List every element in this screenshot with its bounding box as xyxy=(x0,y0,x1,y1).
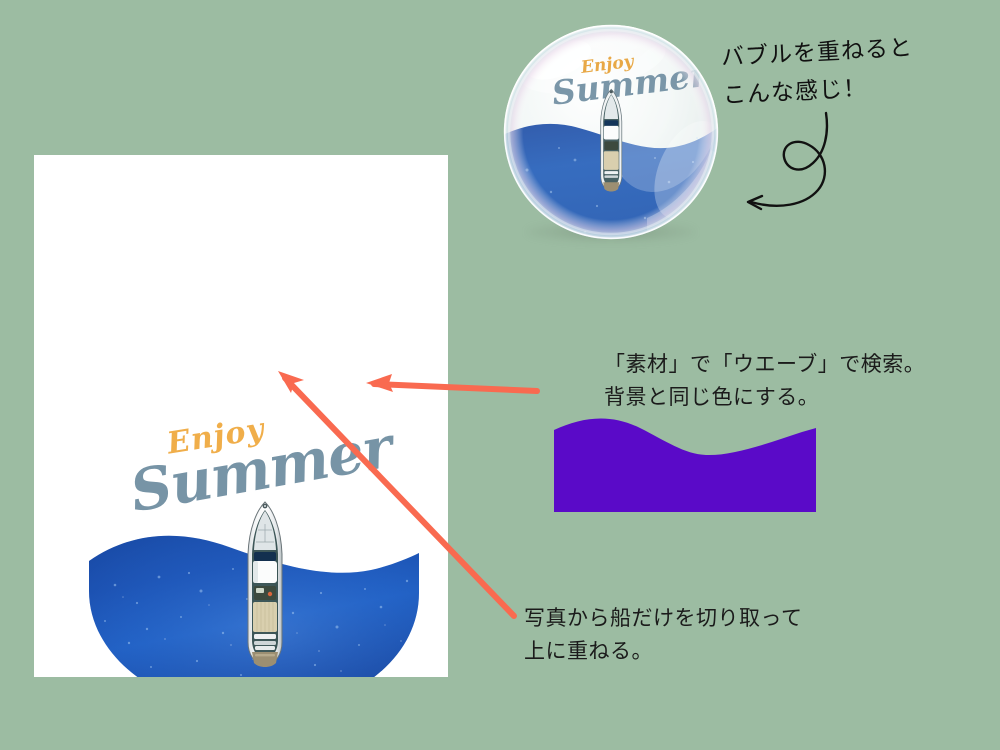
bubble-preview[interactable]: Enjoy Summer xyxy=(497,20,725,248)
yacht-icon xyxy=(247,501,283,667)
curly-arrow-to-bubble xyxy=(746,111,829,211)
poster-card[interactable]: Enjoy Summer xyxy=(34,155,448,677)
annotation-boat-note: 写真から船だけを切り取って 上に重ねる。 xyxy=(524,606,803,663)
purple-wave-sample[interactable] xyxy=(554,414,816,512)
purple-wave-svg xyxy=(554,418,816,512)
annotation-bubble-note: バブルを重ねると こんな感じ！ xyxy=(720,35,914,109)
poster-title-enjoy: Enjoy xyxy=(164,411,268,462)
annotation-material-note: 「素材」で「ウエーブ」で検索。 背景と同じ色にする。 xyxy=(604,352,926,409)
poster-boat-cutout xyxy=(242,500,288,670)
purple-wave-path xyxy=(554,418,816,512)
bubble-svg: Enjoy Summer xyxy=(503,24,719,240)
